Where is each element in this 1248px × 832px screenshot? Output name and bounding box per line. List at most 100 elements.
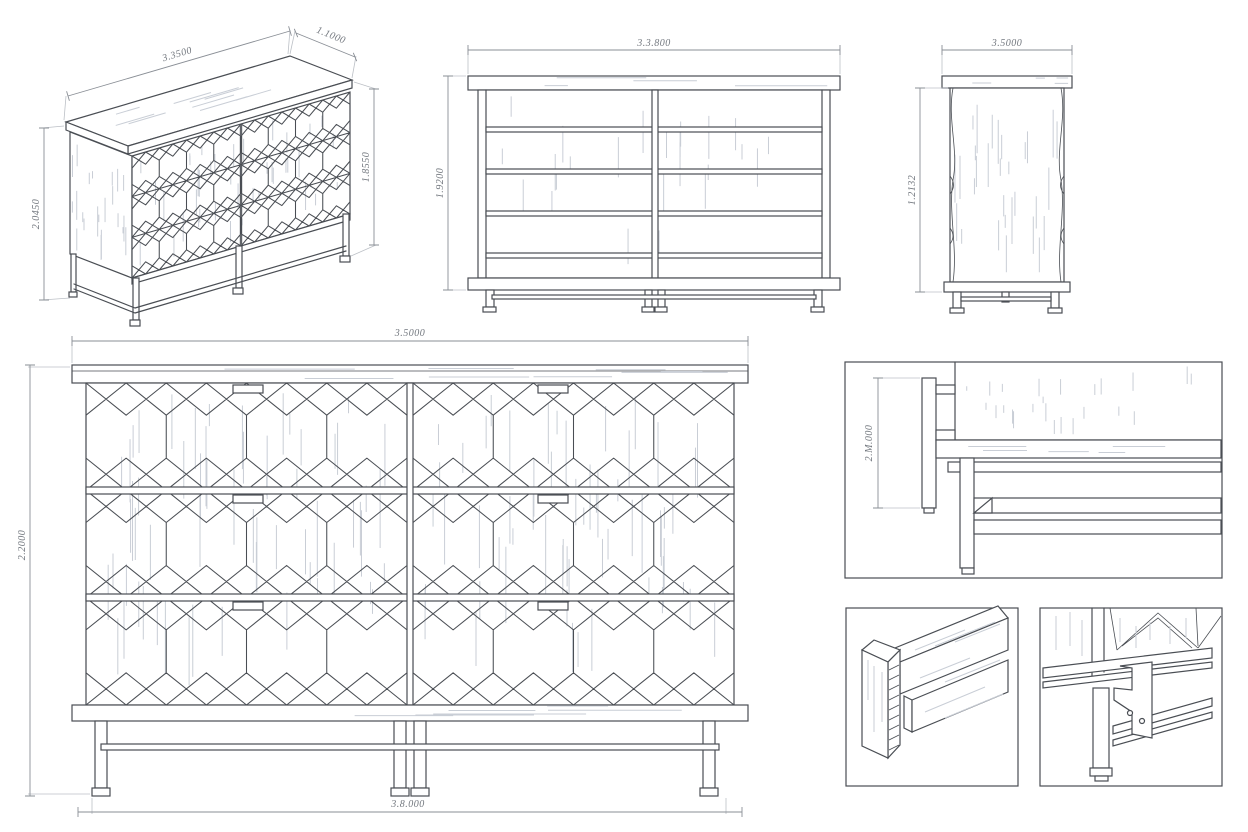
frame-stretcher	[491, 294, 817, 300]
front-height-dim: 2.2000	[17, 530, 28, 561]
front-grain-right	[425, 395, 715, 672]
front-grain-left	[108, 393, 385, 685]
bracket-leg-foot	[1089, 767, 1113, 777]
frame-center-divider	[651, 89, 659, 279]
bracket-panel-diagonals	[1109, 607, 1222, 651]
leg-bracket-detail	[1039, 607, 1223, 787]
side-foot	[949, 307, 965, 314]
side-view: 3.5000 1.2132	[907, 38, 1073, 314]
detail-frame	[1039, 607, 1223, 787]
iso-depth-dim: 1.1000	[315, 25, 347, 47]
side-grain	[955, 105, 1057, 273]
iso-leg	[342, 213, 350, 257]
side-top-board	[941, 75, 1073, 89]
section-height-dim: 2.M.000	[864, 425, 875, 462]
front-elevation-view: 3.5000 2.2000 3.8.000	[17, 328, 748, 817]
bracket-screw	[1126, 709, 1134, 717]
section-tenon	[935, 384, 956, 395]
front-foot	[91, 787, 111, 797]
drawer-handle	[537, 601, 569, 611]
section-leg-foot	[923, 507, 935, 514]
joint-endgrain-hatch	[888, 664, 900, 751]
drawer-handle	[232, 601, 264, 611]
side-stretcher	[960, 296, 1052, 302]
joint-plank-edge	[887, 648, 901, 760]
iso-width-dim: 3.3500	[160, 45, 193, 64]
frame-grain	[502, 96, 768, 264]
side-leg	[952, 291, 962, 309]
front-foot	[699, 787, 719, 797]
joint-grain	[867, 621, 1004, 732]
iso-top-grain	[99, 78, 271, 131]
corner-section-detail: 2.M.000	[845, 361, 1222, 579]
front-center-divider	[406, 382, 414, 706]
isometric-view: 3.3500 1.1000 2.0450 1.8550	[31, 25, 379, 326]
side-edge-notches	[949, 175, 1065, 245]
drawer-handle	[537, 494, 569, 504]
side-wavy-edge	[950, 87, 1064, 283]
frame-base	[467, 277, 841, 291]
front-leg	[413, 720, 427, 789]
iso-height-right-dim: 1.8550	[361, 152, 372, 183]
front-top-board	[71, 364, 749, 384]
side-body	[949, 87, 1065, 283]
front-leg	[702, 720, 716, 789]
section-post-foot	[961, 567, 975, 575]
joint-plank-front	[861, 649, 889, 759]
front-width-top-dim: 3.5000	[394, 328, 426, 339]
frame-height-dim: 1.9200	[435, 168, 446, 199]
iso-leg	[132, 277, 140, 321]
frame-stiles	[485, 89, 823, 279]
detail-frame	[845, 607, 1019, 787]
iso-front-pattern	[132, 92, 350, 278]
section-lower-rail	[973, 497, 1222, 514]
iso-stretcher	[73, 245, 347, 314]
front-foot	[390, 787, 410, 797]
front-width-bottom-dim: 3.8.000	[390, 799, 425, 810]
bracket-rail	[1042, 661, 1213, 689]
frame-foot	[641, 306, 655, 313]
section-tenon	[935, 429, 956, 441]
section-rail	[947, 461, 1222, 473]
front-foot	[410, 787, 430, 797]
miter-joint-detail	[845, 605, 1019, 787]
iso-height-left-dim: 2.0450	[31, 199, 42, 230]
section-post	[959, 457, 975, 569]
front-frame-view: 3.3.800 1.9200	[435, 38, 841, 313]
bracket-rail	[1042, 647, 1213, 679]
iso-foot	[68, 291, 78, 298]
front-leg	[94, 720, 108, 789]
side-foot	[1047, 307, 1063, 314]
section-leg	[921, 377, 937, 509]
frame-top-board	[467, 75, 841, 91]
bracket-leg	[1092, 687, 1110, 769]
iso-foot	[232, 287, 244, 295]
front-base	[71, 704, 749, 722]
joint-lower-board-end	[903, 695, 913, 733]
section-panel	[954, 361, 1222, 441]
side-leg	[1050, 291, 1060, 309]
frame-foot	[810, 306, 825, 313]
iso-leg	[70, 253, 77, 293]
front-stretcher	[100, 743, 720, 751]
iso-foot	[129, 319, 141, 327]
drawer-handle	[537, 384, 569, 394]
front-leg	[393, 720, 407, 789]
side-base	[943, 281, 1071, 293]
frame-foot	[482, 306, 497, 313]
section-rail	[935, 439, 1222, 459]
section-lower-rail	[973, 519, 1222, 535]
iso-left-grain	[72, 143, 125, 270]
side-width-dim: 3.5000	[991, 38, 1023, 49]
section-wedge	[972, 496, 993, 514]
frame-width-dim: 3.3.800	[636, 38, 671, 49]
iso-foot	[339, 255, 351, 263]
joint-lower-board-front	[911, 659, 1009, 733]
bracket-panel-grain	[1055, 612, 1187, 656]
bracket-foot-pad	[1094, 775, 1109, 782]
side-height-dim: 1.2132	[907, 175, 918, 206]
drawer-handle	[232, 384, 264, 394]
bracket-screw	[1138, 717, 1146, 725]
bracket-stretcher	[1112, 711, 1213, 747]
